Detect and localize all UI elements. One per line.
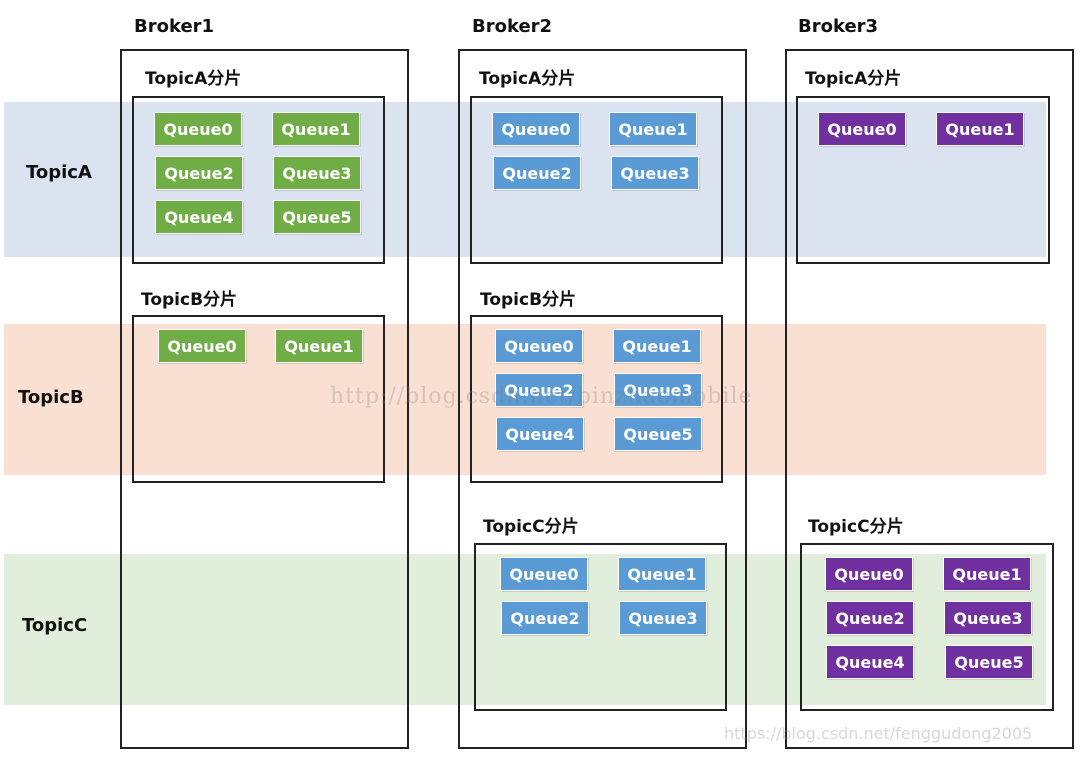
broker3-topicc-queue3: Queue3 [944,601,1032,635]
broker2-topicc-queue2: Queue2 [501,601,589,635]
broker2-topicb-queue5: Queue5 [614,417,702,451]
broker1-topica-queue5: Queue5 [273,200,361,234]
broker2-topica-queue1: Queue1 [609,112,697,146]
broker2-topicc-queue1: Queue1 [618,557,706,591]
broker1-label: Broker1 [134,16,215,37]
broker2-topica-queue2: Queue2 [493,156,581,190]
topic-a-label: TopicA [26,162,92,183]
broker2-topicb-queue1: Queue1 [613,329,701,363]
broker2-topicb-shard-label: TopicB分片 [480,290,577,310]
broker3-topica-queue1: Queue1 [936,112,1024,146]
broker3-topica-shard-label: TopicA分片 [805,69,902,89]
broker2-topicb-queue4: Queue4 [496,417,584,451]
broker2-topica-shard [470,96,723,264]
broker2-label: Broker2 [472,16,553,37]
broker1-topica-shard [132,96,385,264]
broker3-label: Broker3 [798,16,879,37]
broker1-topicb-queue1: Queue1 [275,329,363,363]
broker1-topica-queue4: Queue4 [155,200,243,234]
broker1-topica-queue3: Queue3 [273,156,361,190]
broker2-topica-shard-label: TopicA分片 [479,69,576,89]
broker2-topicb-shard [470,315,723,483]
broker3-topicc-queue0: Queue0 [825,557,913,591]
broker3-topica-shard [796,96,1050,264]
broker3-topicc-queue5: Queue5 [945,645,1033,679]
broker1-topicb-shard [132,315,385,483]
broker1-topica-queue0: Queue0 [154,112,242,146]
broker1-topicb-queue0: Queue0 [158,329,246,363]
watermark-footer: https://blog.csdn.net/fenggudong2005 [724,724,1033,743]
broker2-box [458,49,747,749]
broker2-topicc-shard-label: TopicC分片 [483,517,579,537]
watermark-center: http://blog.csdn.net/binzhaomobile [330,384,753,409]
broker1-topica-queue2: Queue2 [155,156,243,190]
broker3-topicc-queue4: Queue4 [826,645,914,679]
broker2-topicb-queue3: Queue3 [614,373,702,407]
broker3-topicc-shard [800,543,1054,711]
broker1-topicb-shard-label: TopicB分片 [141,290,238,310]
broker3-topica-queue0: Queue0 [818,112,906,146]
broker3-topicc-queue1: Queue1 [943,557,1031,591]
broker2-topica-queue0: Queue0 [492,112,580,146]
topic-b-label: TopicB [18,387,84,408]
broker2-topicb-queue2: Queue2 [495,373,583,407]
broker1-box [120,49,409,749]
broker1-topica-queue1: Queue1 [272,112,360,146]
topic-c-label: TopicC [22,615,88,636]
broker2-topicc-queue3: Queue3 [619,601,707,635]
broker3-topicc-queue2: Queue2 [826,601,914,635]
broker2-topicc-queue0: Queue0 [500,557,588,591]
broker3-topicc-shard-label: TopicC分片 [808,517,904,537]
broker3-box [785,49,1074,749]
broker2-topicc-shard [474,543,727,711]
broker2-topica-queue3: Queue3 [611,156,699,190]
broker1-topica-shard-label: TopicA分片 [145,69,242,89]
broker2-topicb-queue0: Queue0 [495,329,583,363]
